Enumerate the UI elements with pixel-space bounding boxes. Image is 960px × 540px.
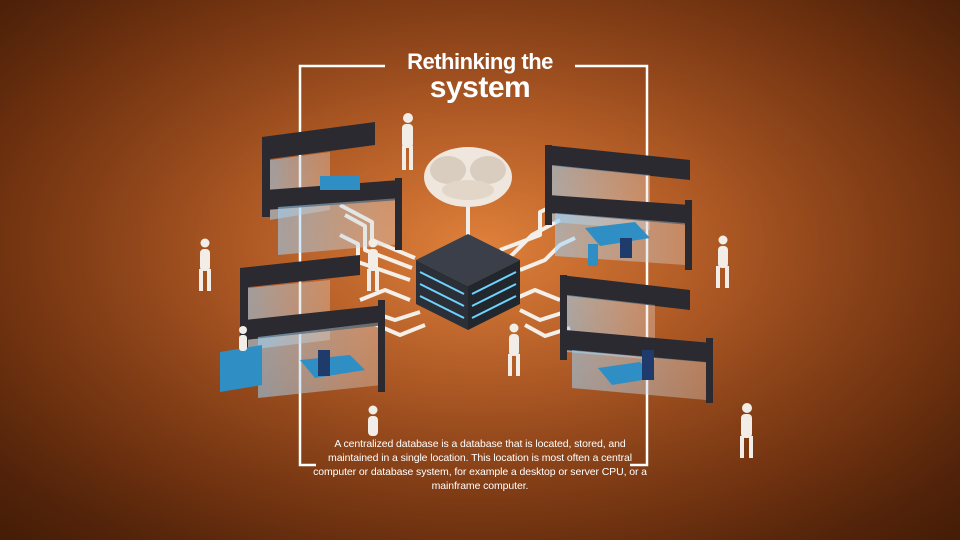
person-icon	[402, 113, 413, 170]
title-line-2: system	[429, 71, 531, 104]
person-icon	[368, 405, 378, 436]
cubicle-icon	[220, 255, 385, 398]
brain-icon	[424, 147, 512, 245]
cubicle-icon	[262, 122, 402, 255]
people	[199, 113, 753, 458]
hero-caption: A centralized database is a database tha…	[313, 438, 647, 492]
person-icon	[199, 238, 211, 291]
cubicle-icon	[560, 275, 713, 403]
person-icon	[367, 238, 379, 291]
person-icon	[239, 326, 247, 351]
person-icon	[716, 235, 729, 288]
person-icon	[508, 323, 520, 376]
title-line-1: Rethinking the	[407, 49, 553, 74]
person-icon	[740, 403, 753, 458]
server-stack-icon	[416, 234, 520, 330]
hero-title: Rethinking the system	[380, 49, 580, 104]
cubicle-icon	[545, 145, 692, 270]
